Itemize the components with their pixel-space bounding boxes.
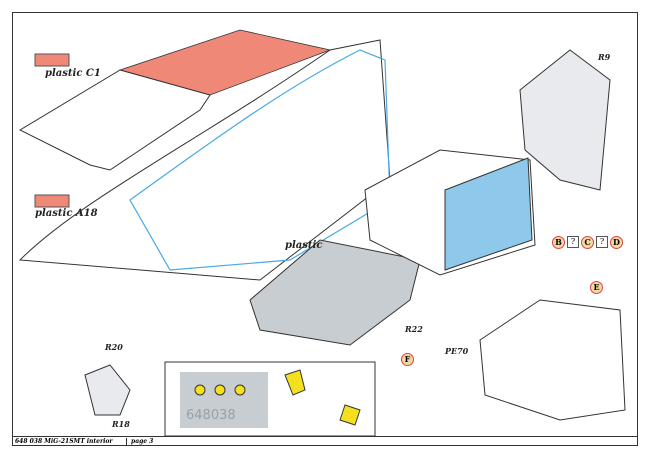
- r9-panel: [519, 49, 611, 191]
- seat-part: [84, 364, 131, 416]
- blue-panel: [444, 157, 533, 271]
- legend-label-a18: plastic A18: [35, 208, 98, 219]
- badge-c: C: [581, 236, 594, 249]
- footer: 648 038 MiG-21SMT interior page 3: [12, 436, 638, 447]
- footer-page: page 3: [126, 438, 153, 445]
- badge-f: F: [401, 353, 414, 366]
- grey-floor-part: [249, 239, 421, 346]
- label-plastic: plastic: [285, 240, 323, 251]
- badge-d: D: [610, 236, 623, 249]
- floor-panel: [18, 69, 211, 171]
- fuselage-outline: [18, 39, 391, 281]
- label-r20: R20: [105, 342, 123, 352]
- badge-q2: ?: [596, 236, 608, 248]
- badge-b: B: [552, 236, 565, 249]
- label-pe70: PE70: [445, 346, 469, 356]
- badge-e: E: [590, 281, 603, 294]
- decal-number: 648038: [186, 408, 236, 423]
- legend-label-c1: plastic C1: [45, 68, 101, 79]
- right-assembly: [479, 299, 626, 421]
- label-r9: R9: [598, 52, 611, 62]
- page-frame: [12, 12, 638, 446]
- footer-title: 648 038 MiG-21SMT interior: [15, 438, 113, 445]
- resin-cockpit-tub: [129, 49, 391, 271]
- decal-sheet: [180, 372, 268, 428]
- label-r22: R22: [405, 324, 423, 334]
- label-r18: R18: [112, 419, 130, 429]
- badge-q1: ?: [567, 236, 579, 248]
